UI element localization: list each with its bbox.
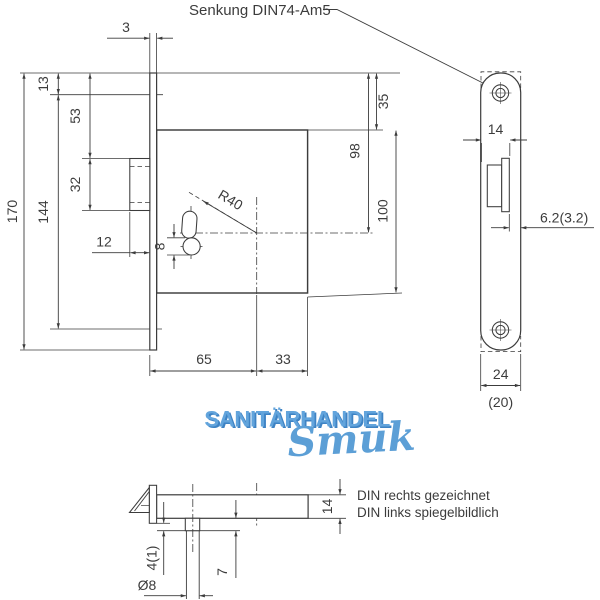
countersink-label: Senkung DIN74-Am5 (189, 2, 331, 19)
dim-guide-depth: 7 (214, 500, 238, 578)
case-section (156, 494, 309, 519)
din-notes: DIN rechts gezeichnet DIN links spiegelb… (357, 488, 499, 520)
dim-key-shaft-diameter: Ø8 (138, 577, 213, 598)
dim-case-back: 33 (257, 351, 308, 373)
dim-label-alt: (20) (488, 394, 513, 410)
dim-plate-width: 24 (20) (480, 354, 522, 410)
din-note-line2: DIN links spiegelbildlich (357, 505, 499, 520)
dim-label: 65 (196, 351, 212, 367)
dim-label: 100 (375, 199, 391, 223)
square-corner-option-bottom (480, 336, 522, 352)
dim-plate-thickness: 3 (107, 19, 173, 40)
bolt-body-side (486, 164, 503, 208)
dim-label: 33 (275, 351, 291, 367)
dim-label: 13 (35, 76, 51, 92)
dim-label: Ø8 (138, 577, 157, 593)
dim-label: 170 (4, 200, 20, 224)
bolt-bevel-tip (128, 485, 150, 514)
countersink-leader-line (323, 9, 499, 91)
ext-case-bottom-right (307, 292, 403, 298)
dim-label: 32 (67, 177, 83, 193)
dim-guide-step: 4(1) (144, 502, 166, 575)
din-note-line1: DIN rechts gezeichnet (357, 488, 490, 503)
faceplate (149, 72, 158, 351)
dim-label: 12 (96, 234, 112, 250)
dim-screw-spacing: 144 (35, 94, 60, 329)
bolt-bevel-inner-line (134, 491, 150, 512)
square-corner-option-top (480, 71, 522, 88)
watermark-brand: SANITÄRHANDEL (204, 406, 390, 431)
dim-bolt-projection: 6.2(3.2) (491, 210, 594, 232)
screw-hole-top (489, 82, 512, 104)
dim-backset: 65 (150, 351, 257, 373)
keyhole-slot (181, 210, 198, 239)
faceplate-front (480, 72, 522, 351)
keyhole (181, 210, 201, 256)
dim-label: 53 (67, 108, 83, 124)
lock-case (155, 129, 309, 294)
dim-label: 6.2(3.2) (540, 210, 588, 226)
faceplate-section (148, 484, 158, 524)
side-view: 14 6.2(3.2) 24 (20) (463, 71, 594, 410)
dim-case-height: 100 (375, 130, 398, 293)
dim-label: 35 (375, 94, 391, 110)
dim-bolt-top-offset: 53 (67, 73, 92, 159)
watermark-brand-shadow: SANITÄRHANDEL (206, 408, 392, 433)
screw-hole-bottom (489, 319, 512, 341)
dim-label: 4(1) (144, 546, 160, 571)
dim-case-top-offset: 35 (374, 73, 391, 130)
radius-arrow-line (203, 200, 257, 234)
dim-label: 8 (152, 242, 168, 250)
dim-label: 7 (214, 568, 230, 576)
keyhole-circle (182, 237, 201, 256)
watermark: SANITÄRHANDEL SANITÄRHANDEL Smuk (204, 406, 416, 466)
dim-bolt-cutout-width: 14 (463, 121, 527, 162)
dim-bolt-height: 32 (67, 158, 92, 211)
front-view: R40 3 170 13 144 53 (4, 19, 403, 376)
dim-label: 144 (35, 200, 51, 224)
dim-label: 3 (122, 19, 130, 35)
bolt-front (129, 157, 151, 212)
dim-label: 14 (488, 121, 504, 137)
bottom-view: 14 4(1) 7 Ø8 DIN rechts gezeichnet DIN l… (128, 479, 499, 599)
dim-bolt-throw: 12 (92, 234, 150, 255)
countersink-callout: Senkung DIN74-Am5 (189, 2, 499, 91)
dim-keyhole-diameter: 8 (152, 224, 190, 269)
bolt-head-side (501, 157, 510, 213)
watermark-script: Smuk (286, 413, 416, 467)
dim-key-center-offset: 98 (347, 73, 371, 233)
dim-label: 24 (493, 366, 509, 382)
dim-case-depth: 14 (308, 479, 346, 534)
dim-screw-top-offset: 13 (35, 73, 60, 95)
dim-plate-height: 170 (4, 73, 26, 350)
dim-label: 98 (347, 143, 363, 159)
dim-label: 14 (319, 499, 335, 515)
